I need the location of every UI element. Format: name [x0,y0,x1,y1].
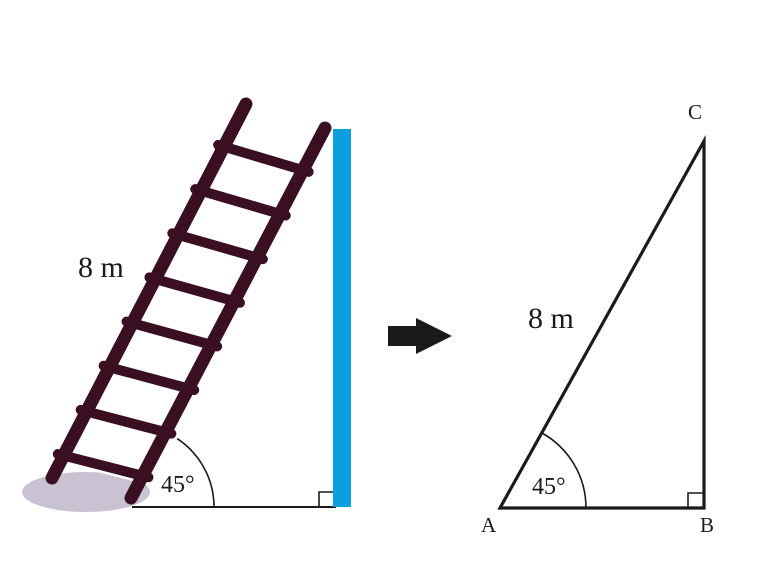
ladder [45,97,332,505]
right-angle-mark-wall [318,491,333,507]
triangle-outline [497,134,706,510]
ladder-rung [52,449,154,483]
arrow-head [416,318,452,354]
ladder-rung [167,228,268,265]
ladder-rung [144,272,245,308]
ladder-rail-right [124,121,332,505]
hypotenuse-length-label: 8 m [528,302,574,335]
right-triangle: 45° 8 m A B C [481,100,714,537]
triangle-angle-label: 45° [532,474,566,500]
ladder-rung [98,360,200,396]
ladder-rung [190,184,291,221]
ladder-rung [213,139,314,177]
ladder-rung [75,404,177,439]
vertex-label-c: C [688,100,702,124]
angle-arc-a [541,432,587,509]
vertex-label-a: A [481,513,497,537]
vertex-label-b: B [700,513,714,537]
ladder-rung [121,316,223,352]
ladder-scene: 8 m 45° [22,97,351,512]
ladder-rungs [50,137,317,485]
ladder-length-label: 8 m [78,251,124,284]
right-angle-mark-b [687,492,704,508]
wall [333,129,351,507]
right-arrow-icon [388,318,452,354]
ladder-angle-label: 45° [161,472,195,498]
arrow-shaft [388,326,418,346]
ladder-rail-left [45,97,253,485]
